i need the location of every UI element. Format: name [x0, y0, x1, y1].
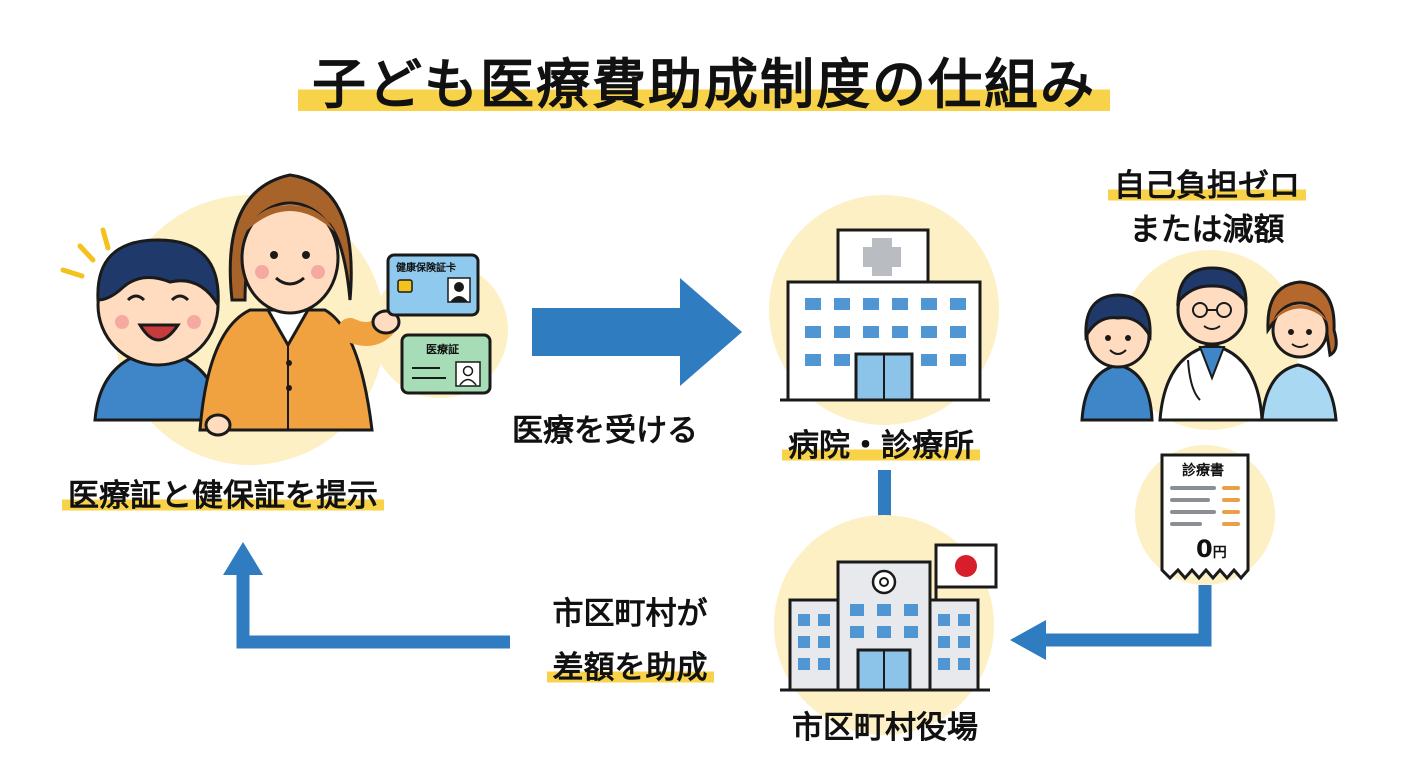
doctor-family-illustration — [1080, 250, 1338, 430]
right-arrow-icon — [532, 278, 742, 386]
family-illustration — [60, 173, 508, 465]
subsidy-label-1: 市区町村が — [552, 596, 708, 632]
hospital-illustration — [769, 195, 999, 425]
title-text: 子ども医療費助成制度の仕組み — [298, 53, 1110, 116]
receipt-amount: 0円 — [1196, 535, 1227, 563]
medical-card — [400, 333, 492, 395]
present-text: 医療証と健保証を提示 — [62, 478, 384, 514]
insurance-card — [386, 253, 480, 317]
subsidy-text-2: 差額を助成 — [546, 650, 714, 686]
self-pay-text-1: 自己負担ゼロ — [1108, 168, 1306, 204]
flag-icon — [934, 543, 998, 589]
receipt-amount-value: 0 — [1196, 535, 1213, 563]
hospital-text: 病院・診療所 — [782, 428, 980, 464]
receipt-currency: 円 — [1212, 545, 1227, 561]
page-title: 子ども医療費助成制度の仕組み — [0, 40, 1408, 119]
present-label: 医療証と健保証を提示 — [62, 470, 384, 515]
mother-figure — [198, 173, 401, 437]
receipt-title: 診療書 — [1182, 463, 1224, 479]
subsidy-label-2: 差額を助成 — [515, 642, 745, 687]
city-hall-label: 市区町村役場 — [792, 710, 978, 746]
self-pay-label-2: または減額 — [1129, 212, 1285, 248]
boy-figure — [93, 238, 224, 422]
return-arrow-icon — [223, 542, 510, 649]
medical-card-label: 医療証 — [426, 343, 459, 356]
hospital-label: 病院・診療所 — [782, 420, 980, 465]
receipt-illustration — [1135, 445, 1275, 585]
receive-label: 医療を受ける — [512, 413, 698, 449]
insurance-card-label: 健康保険証卡 — [396, 263, 456, 274]
city-hall-illustration — [774, 515, 998, 735]
elbow-arrow-left-icon — [1010, 585, 1212, 660]
self-pay-label-1: 自己負担ゼロ — [1082, 160, 1332, 205]
